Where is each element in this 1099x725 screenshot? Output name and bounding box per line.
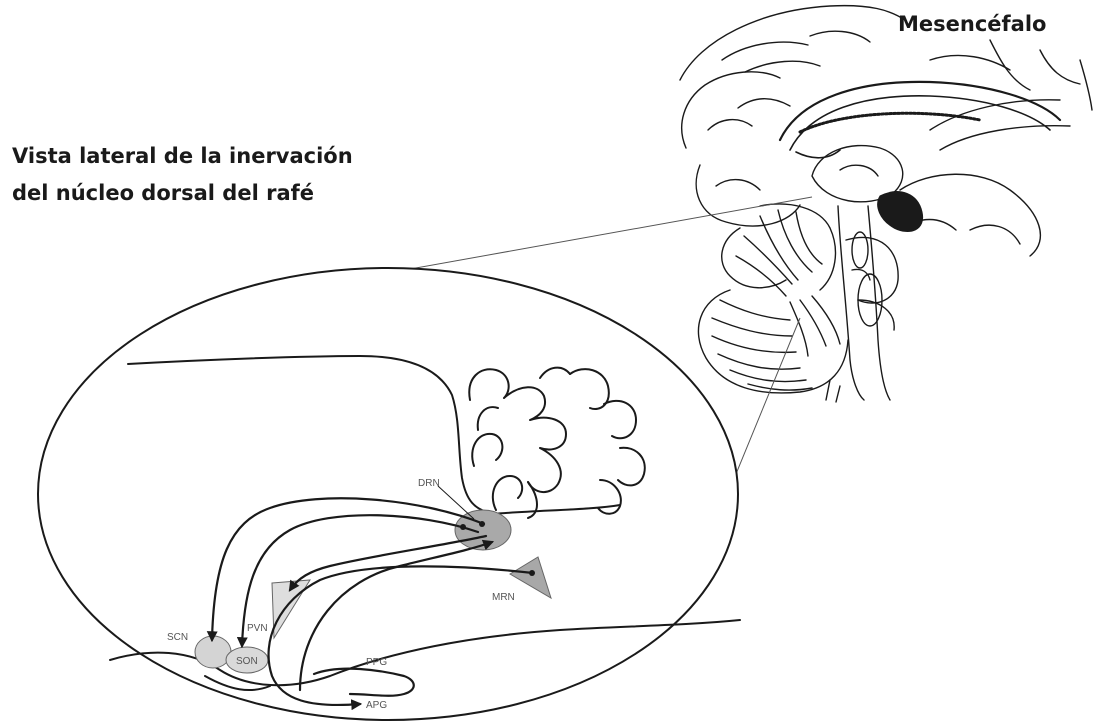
brain-sagittal-drawing bbox=[680, 6, 1092, 402]
scn-nucleus bbox=[195, 636, 231, 668]
label-scn: SCN bbox=[167, 632, 188, 643]
label-mrn: MRN bbox=[492, 592, 515, 603]
label-apg: APG bbox=[366, 700, 387, 711]
label-pvn: PVN bbox=[247, 623, 268, 634]
label-ppg: PPG bbox=[366, 657, 387, 668]
label-son: SON bbox=[236, 656, 258, 667]
inset-ellipse bbox=[38, 268, 738, 720]
label-drn: DRN bbox=[418, 478, 440, 489]
zoom-line-top bbox=[349, 197, 812, 280]
